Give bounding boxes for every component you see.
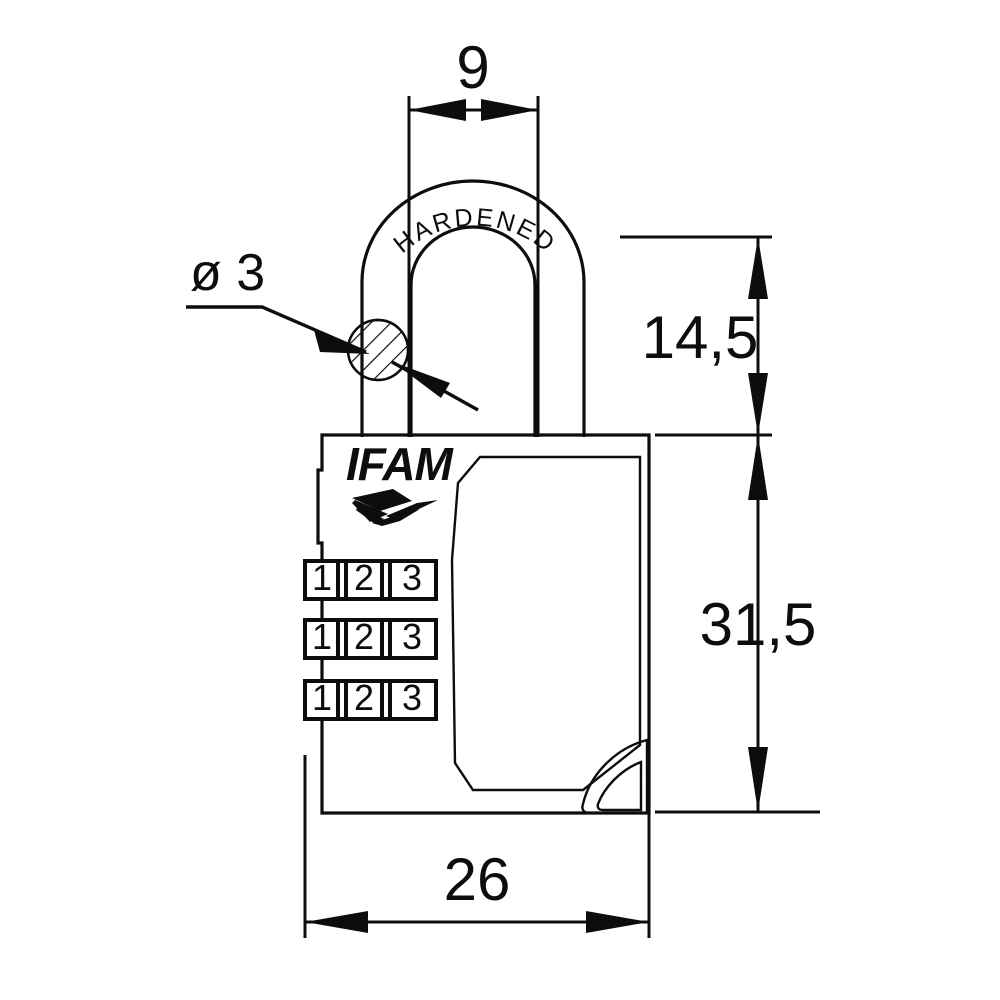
dial-row-2-frame[interactable] [303, 618, 438, 660]
arrowhead-right-9 [481, 99, 538, 121]
svg-text:HARDENED: HARDENED [388, 203, 561, 258]
padlock-body-group [316, 433, 651, 815]
dial-digit: 3 [402, 557, 422, 598]
dimension-body-width: 26 [303, 755, 651, 938]
dial-row[interactable]: 1 2 3 [303, 616, 438, 660]
arrowhead-bottom-31-5 [748, 747, 768, 812]
shackle-group [360, 179, 586, 437]
dimension-shackle-clearance: 14,5 [620, 235, 772, 437]
shackle-inner-outline [409, 225, 537, 437]
diameter-label: ø 3 [190, 244, 265, 302]
shackle-hardened-marking: HARDENED [388, 203, 561, 258]
arrowhead-bottom-14-5 [748, 373, 768, 435]
diameter-leader-line [186, 305, 367, 354]
dial-digit: 3 [402, 677, 422, 718]
dial-row[interactable]: 1 2 3 [303, 557, 438, 601]
hardened-label: HARDENED [388, 203, 559, 258]
arrowhead-right-26 [586, 911, 649, 933]
body-face-panel [450, 455, 642, 792]
dial-digit: 1 [312, 616, 332, 657]
diameter-leader-arrowhead-secondary [393, 362, 450, 398]
dial-row-1-frame[interactable] [303, 559, 438, 601]
dial-digit: 2 [354, 677, 374, 718]
body-outer-outline [316, 433, 651, 815]
arrowhead-top-14-5 [748, 237, 768, 299]
dial-digit: 1 [312, 677, 332, 718]
dial-digit: 1 [312, 557, 332, 598]
dial-row-3-frame[interactable] [303, 679, 438, 721]
brand-diamond-icon [352, 489, 438, 526]
dial-row[interactable]: 1 2 3 [303, 677, 438, 721]
diameter-leader-arrowhead [314, 330, 370, 354]
dial-digit: 2 [354, 557, 374, 598]
dial-digit: 3 [402, 616, 422, 657]
dimension-label-31-5: 31,5 [700, 591, 817, 658]
dimension-body-height: 31,5 [655, 435, 820, 814]
body-teardrop-outer [581, 738, 649, 815]
arrowhead-left-9 [409, 99, 466, 121]
brand-logo-group: IFAM [346, 438, 456, 526]
combination-dials-group: 1 2 3 1 2 3 1 [303, 557, 438, 721]
dial-digit: 2 [354, 616, 374, 657]
dimension-label-14-5: 14,5 [642, 304, 759, 371]
callout-shackle-diameter: ø 3 [186, 244, 479, 412]
dimension-label-9: 9 [456, 34, 489, 101]
shackle-outer-outline [360, 179, 586, 437]
body-teardrop-inner [596, 760, 643, 812]
arrowhead-left-26 [305, 911, 368, 933]
brand-wordmark: IFAM [346, 438, 455, 490]
dimension-label-26: 26 [444, 846, 511, 913]
arrowhead-top-31-5 [748, 435, 768, 500]
dimension-shackle-width: 9 [407, 34, 540, 437]
